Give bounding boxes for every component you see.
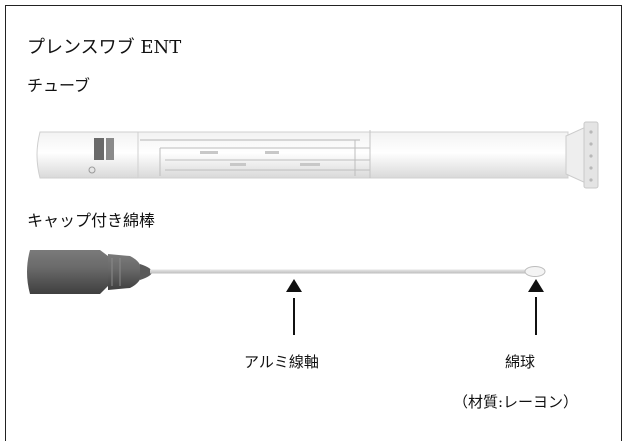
transport-tube [36, 121, 599, 189]
material-label: （材質:レーヨン） [453, 393, 579, 411]
product-title: プレンスワブ ENT [27, 37, 182, 58]
shaft-arrow [286, 279, 302, 335]
swab-heading: キャップ付き綿棒 [27, 211, 156, 230]
tube-label [88, 130, 371, 178]
shaft-label: アルミ線軸 [244, 353, 319, 371]
document-frame [5, 5, 622, 441]
tip-arrow [528, 279, 544, 335]
tube-heading: チューブ [27, 76, 91, 95]
swab-with-cap [27, 250, 546, 294]
cotton-tip-label: 綿球 [505, 353, 536, 371]
